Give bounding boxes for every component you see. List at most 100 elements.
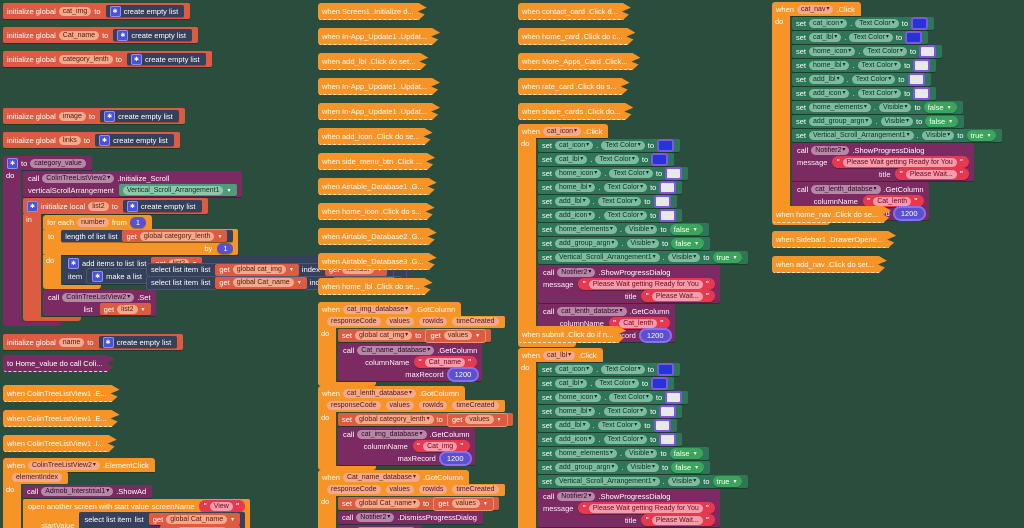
logic-value-block[interactable]: false <box>925 116 959 127</box>
logic-value-block[interactable]: false <box>671 462 705 473</box>
set-text-color-row[interactable]: set home_icon . Text Color to <box>792 45 943 58</box>
component-dropdown[interactable]: home_elements <box>555 449 617 458</box>
set-variable-block[interactable]: set global Cat_name to get values <box>338 497 499 510</box>
component-dropdown[interactable]: Cat_name_database <box>342 472 420 482</box>
set-text-color-row[interactable]: set cat_icon . Text Color to <box>538 363 680 376</box>
event-param[interactable]: timeCreated <box>452 485 499 494</box>
logic-value-block[interactable]: false <box>671 238 705 249</box>
property-dropdown[interactable]: Visible <box>626 463 660 472</box>
property-dropdown[interactable]: Text Color <box>855 19 899 28</box>
collapsed-event-block[interactable]: when ColinTreeListView1 .E... <box>3 410 120 427</box>
string-pill[interactable]: Cat_img <box>423 441 458 451</box>
mutator-icon[interactable]: ✱ <box>68 257 79 269</box>
init-local-header[interactable]: ✱ initialize local list2 to ✱ create emp… <box>23 198 208 214</box>
variable-name-pill[interactable]: Cat_name <box>58 30 100 40</box>
component-dropdown[interactable]: cat_icon <box>542 126 582 136</box>
set-text-color-row[interactable]: set cat_icon . Text Color to <box>538 139 680 152</box>
number-block[interactable]: 1 <box>129 216 147 228</box>
component-dropdown[interactable]: Notifier2 <box>557 491 596 501</box>
event-header[interactable]: when cat_icon .Click <box>518 124 609 138</box>
logic-value-block[interactable]: false <box>669 448 703 459</box>
collapsed-event-block[interactable]: when Screen1 .Initialize d... <box>318 3 427 20</box>
color-swatch[interactable] <box>905 31 923 44</box>
set-text-color-row[interactable]: set cat_lbl . Text Color to <box>792 31 929 44</box>
text-string-block[interactable]: " Cat_lenth " <box>862 195 924 207</box>
call-show-progress-block[interactable]: call Notifier2 .ShowProgressDialog messa… <box>792 143 975 181</box>
when-cat-lenth-database-gotcolumn[interactable]: when cat_lenth_database .GotColumn respo… <box>318 386 513 470</box>
collapsed-event-block[interactable]: when Airtable_Database3 .G... <box>318 253 437 270</box>
mutator-icon[interactable]: ✱ <box>92 270 104 282</box>
color-swatch[interactable] <box>651 153 669 166</box>
select-list-item-block[interactable]: select list item list get global Cat_nam… <box>79 512 246 528</box>
init-global-block[interactable]: initialize global cat_img to ✱ create em… <box>3 3 191 19</box>
property-dropdown[interactable]: Visible <box>624 449 658 458</box>
property-dropdown[interactable]: Visible <box>878 103 912 112</box>
get-var-pill[interactable]: values <box>451 499 480 508</box>
open-screen-block[interactable]: open another screen with start value scr… <box>23 499 251 528</box>
collapsed-event-block[interactable]: when share_cards .Click do... <box>518 103 633 120</box>
get-var-pill[interactable]: global Cat_name <box>232 278 294 287</box>
set-visible-row[interactable]: set add_group_argn . Visible to false <box>538 237 711 250</box>
mutator-icon[interactable]: ✱ <box>99 134 111 146</box>
loop-var-pill[interactable]: number <box>77 217 109 227</box>
set-text-color-row[interactable]: set add_lbl . Text Color to <box>538 419 677 432</box>
variable-name-pill[interactable]: links <box>58 135 81 145</box>
variable-dropdown[interactable]: global category_lenth <box>355 415 434 424</box>
text-string-block[interactable]: " Please Wait... " <box>641 514 716 526</box>
string-pill[interactable]: Please Wait getting Ready for You <box>588 503 703 513</box>
get-block[interactable]: get values <box>434 497 493 510</box>
property-dropdown[interactable]: Text Color <box>849 33 893 42</box>
event-header[interactable]: when ColinTreeListView2 .ElementClick <box>3 458 155 472</box>
event-param[interactable]: responseCode <box>327 401 381 410</box>
set-visible-row[interactable]: set Vertical_Scroll_Arrangement1 . Visib… <box>538 475 749 488</box>
set-text-color-row[interactable]: set home_lbl . Text Color to <box>538 405 683 418</box>
procedure-header[interactable]: ✱ to category_value <box>3 156 92 170</box>
set-text-color-row[interactable]: set add_icon . Text Color to <box>538 209 683 222</box>
create-empty-list-block[interactable]: ✱ create empty list <box>100 110 179 122</box>
set-variable-block[interactable]: set global category_lenth to get values <box>338 413 513 426</box>
component-dropdown[interactable]: home_lbl <box>555 407 596 416</box>
get-var-pill[interactable]: global category_lenth <box>139 231 215 241</box>
set-variable-block[interactable]: set global cat_img to get values <box>338 329 492 342</box>
collapsed-event-block[interactable]: when contact_card .Click d... <box>518 3 631 20</box>
create-empty-list-block[interactable]: ✱ create empty list <box>98 336 178 348</box>
component-dropdown[interactable]: cat_img_database <box>342 304 413 314</box>
get-block[interactable]: get values <box>426 329 486 342</box>
procedure-name-pill[interactable]: category_value <box>30 158 86 168</box>
component-dropdown[interactable]: ColinTreeListView2 <box>42 173 115 183</box>
get-var-pill[interactable]: global cat_img <box>232 265 286 274</box>
event-header[interactable]: when Cat_name_database .GotColumn <box>318 470 469 484</box>
component-dropdown[interactable]: add_icon <box>555 435 596 444</box>
when-cat-name-database-gotcolumn[interactable]: when Cat_name_database .GotColumn respon… <box>318 470 505 528</box>
collapsed-event-block[interactable]: when add_lbl .Click do set... <box>318 53 428 70</box>
component-dropdown[interactable]: add_group_argn <box>555 239 619 248</box>
when-cat-img-database-gotcolumn[interactable]: when cat_img_database .GotColumn respons… <box>318 302 505 386</box>
collapsed-event-block[interactable]: when In-App_Update1 .Updat... <box>318 28 440 45</box>
variable-name-pill[interactable]: category_lenth <box>58 54 113 64</box>
mutator-icon[interactable]: ✱ <box>7 157 18 169</box>
variable-name-pill[interactable]: image <box>58 111 86 121</box>
text-string-block[interactable]: " Cat_img " <box>412 440 470 452</box>
component-dropdown[interactable]: add_group_argn <box>809 117 873 126</box>
mutator-icon[interactable]: ✱ <box>27 200 38 212</box>
call-getcolumn-block[interactable]: call cat_img_database .GetColumn columnN… <box>338 427 475 465</box>
set-visible-row[interactable]: set add_group_argn . Visible to false <box>538 461 711 474</box>
color-swatch[interactable] <box>659 433 677 446</box>
component-dropdown[interactable]: home_icon <box>555 393 602 402</box>
for-each-header[interactable]: for each number from 1 <box>43 215 153 229</box>
component-dropdown[interactable]: cat_icon <box>555 365 594 374</box>
when-cat-nav-click-block[interactable]: when cat_nav .Click do set cat_icon . Te… <box>772 2 1003 225</box>
mutator-icon[interactable]: ✱ <box>126 200 138 212</box>
collapsed-event-block[interactable]: when add_nav .Click do set... <box>772 256 887 273</box>
string-pill[interactable]: Cat_lenth <box>873 196 912 206</box>
event-param[interactable]: rowIds <box>418 401 448 410</box>
color-swatch[interactable] <box>665 167 683 180</box>
color-swatch[interactable] <box>907 73 925 86</box>
text-string-block[interactable]: " View " <box>199 500 246 512</box>
string-pill[interactable]: Please Wait... <box>651 291 703 301</box>
set-visible-row[interactable]: set add_group_argn . Visible to false <box>792 115 965 128</box>
set-text-color-row[interactable]: set cat_icon . Text Color to <box>792 17 934 30</box>
get-var-pill[interactable]: list2 <box>117 304 138 314</box>
component-dropdown[interactable]: ColinTreeListView2 <box>62 292 135 302</box>
call-show-progress-block[interactable]: call Notifier2 .ShowProgressDialog messa… <box>538 489 721 527</box>
